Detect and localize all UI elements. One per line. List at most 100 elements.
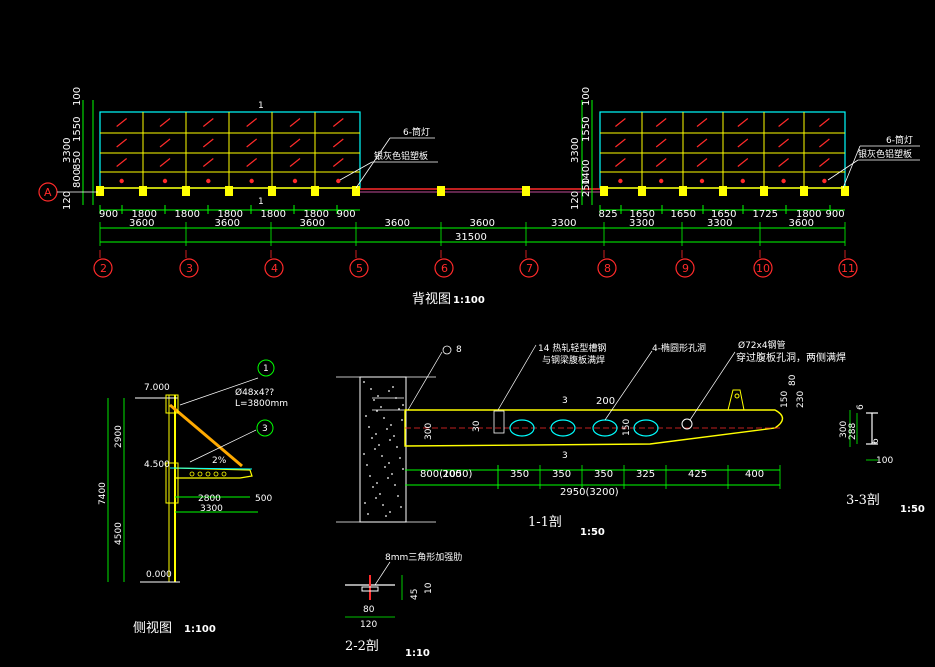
panel-mark bbox=[202, 138, 214, 148]
panel-mark bbox=[159, 158, 171, 167]
panel-mark bbox=[737, 158, 749, 167]
concrete-dot bbox=[375, 433, 377, 435]
sec11-v-150: 150 bbox=[622, 419, 632, 436]
concrete-dot bbox=[398, 408, 400, 410]
concrete-dot bbox=[390, 424, 392, 426]
column-base bbox=[311, 186, 319, 196]
lh-3300: 3300 bbox=[62, 138, 73, 163]
concrete-dot bbox=[370, 388, 372, 390]
concrete-dot bbox=[396, 446, 398, 448]
sec22-dim-10: 10 bbox=[424, 582, 434, 594]
sec22-note: 8mm三角形加强肋 bbox=[385, 551, 462, 563]
sec11-total: 2950(3200) bbox=[560, 487, 619, 498]
panel-mark bbox=[159, 138, 171, 148]
axis-label: 8 bbox=[604, 262, 611, 275]
section-3-3: 300 288 6 6 100 3-3剖 1:50 bbox=[839, 404, 925, 515]
side-view-title: 侧视图 bbox=[133, 621, 172, 636]
sec11-note-holes: 4-椭圆形孔洞 bbox=[652, 342, 706, 354]
concrete-dot bbox=[391, 473, 393, 475]
column-base bbox=[760, 186, 768, 196]
rh-250: 250 bbox=[581, 178, 592, 197]
column-base bbox=[182, 186, 190, 196]
sect-mark-bottom: 1 bbox=[258, 197, 264, 207]
right-sub-dim: 825 bbox=[599, 209, 618, 220]
column-base bbox=[679, 186, 687, 196]
concrete-dot bbox=[379, 493, 381, 495]
light-dot bbox=[781, 178, 786, 184]
concrete-dot bbox=[402, 468, 404, 470]
axis-label: 3 bbox=[186, 262, 193, 275]
panel-mark bbox=[615, 118, 626, 127]
panel-mark bbox=[202, 158, 214, 167]
panel-mark bbox=[819, 118, 830, 127]
axis-label: 10 bbox=[756, 262, 770, 275]
sec11-sect-bottom: 3 bbox=[562, 451, 568, 461]
rh-1400: 1400 bbox=[581, 160, 592, 185]
panel-mark bbox=[116, 158, 128, 167]
light-dot bbox=[249, 178, 254, 184]
light-dot bbox=[740, 178, 746, 184]
concrete-dot bbox=[367, 513, 369, 515]
concrete-dot bbox=[388, 462, 390, 464]
side-level-top: 7.000 bbox=[144, 383, 170, 393]
side-length-note: L=3800mm bbox=[235, 399, 288, 409]
right-panel bbox=[599, 111, 846, 189]
sec11-note-tube: Ø72x4钢管 bbox=[738, 339, 786, 351]
side-slope: 2% bbox=[212, 456, 227, 466]
concrete-dot bbox=[380, 406, 382, 408]
left-sub-dim: 1800 bbox=[132, 209, 157, 220]
panel-mark bbox=[778, 158, 789, 167]
sec22-dim-45: 45 bbox=[410, 589, 420, 600]
concrete-dot bbox=[376, 410, 378, 412]
concrete-dot bbox=[374, 448, 376, 450]
sec33-dim-300: 300 bbox=[839, 421, 849, 438]
sec11-dim: 350 bbox=[552, 469, 571, 480]
lh-1550: 1550 bbox=[72, 117, 83, 142]
panel-mark bbox=[737, 118, 749, 127]
panel-mark bbox=[202, 118, 214, 127]
right-sub-dim: 1800 bbox=[796, 209, 821, 220]
axis-label: 5 bbox=[356, 262, 363, 275]
axis-bubble bbox=[349, 258, 369, 278]
axis-label: 7 bbox=[526, 262, 533, 275]
concrete-dot bbox=[377, 395, 379, 397]
left-sub-dim: 1800 bbox=[175, 209, 200, 220]
panel-mark bbox=[737, 138, 749, 148]
concrete-dot bbox=[383, 417, 385, 419]
concrete-dot bbox=[400, 506, 402, 508]
sect-mark-top: 1 bbox=[258, 101, 264, 111]
panel-mark bbox=[615, 138, 626, 148]
concrete-dot bbox=[401, 419, 403, 421]
span-dim: 3600 bbox=[300, 218, 325, 229]
left-height-dims bbox=[82, 100, 94, 205]
panel-mark bbox=[289, 118, 301, 127]
sec11-dim: 400 bbox=[745, 469, 764, 480]
concrete-dot bbox=[389, 439, 391, 441]
concrete-dot bbox=[365, 415, 367, 417]
panel-mark bbox=[819, 158, 830, 167]
column-base bbox=[600, 186, 608, 196]
column-base bbox=[437, 186, 445, 196]
sec11-v-300: 300 bbox=[424, 423, 434, 440]
light-dot bbox=[699, 178, 705, 184]
side-dim-3300: 3300 bbox=[200, 504, 223, 514]
concrete-dot bbox=[363, 381, 365, 383]
axis-label: 9 bbox=[682, 262, 689, 275]
panel-mark bbox=[696, 118, 708, 127]
panel-mark bbox=[696, 158, 708, 167]
concrete-dot bbox=[388, 390, 390, 392]
sec11-v-200: 200 bbox=[596, 396, 615, 407]
right-sub-dim: 1650 bbox=[630, 209, 655, 220]
panel-mark bbox=[819, 138, 830, 148]
sec11-v-150b: 150 bbox=[780, 391, 790, 408]
panel-mark bbox=[778, 118, 789, 127]
side-callout-1: 1 bbox=[263, 364, 269, 374]
concrete-dot bbox=[371, 437, 373, 439]
rh-100: 100 bbox=[581, 87, 592, 106]
panel-mark bbox=[615, 158, 626, 167]
lh-120: 120 bbox=[62, 191, 73, 210]
sec11-dim: 800(1050) bbox=[420, 469, 472, 480]
left-panel bbox=[99, 111, 361, 189]
side-level-mid: 4.500 bbox=[144, 460, 170, 470]
light-dot bbox=[822, 178, 827, 184]
